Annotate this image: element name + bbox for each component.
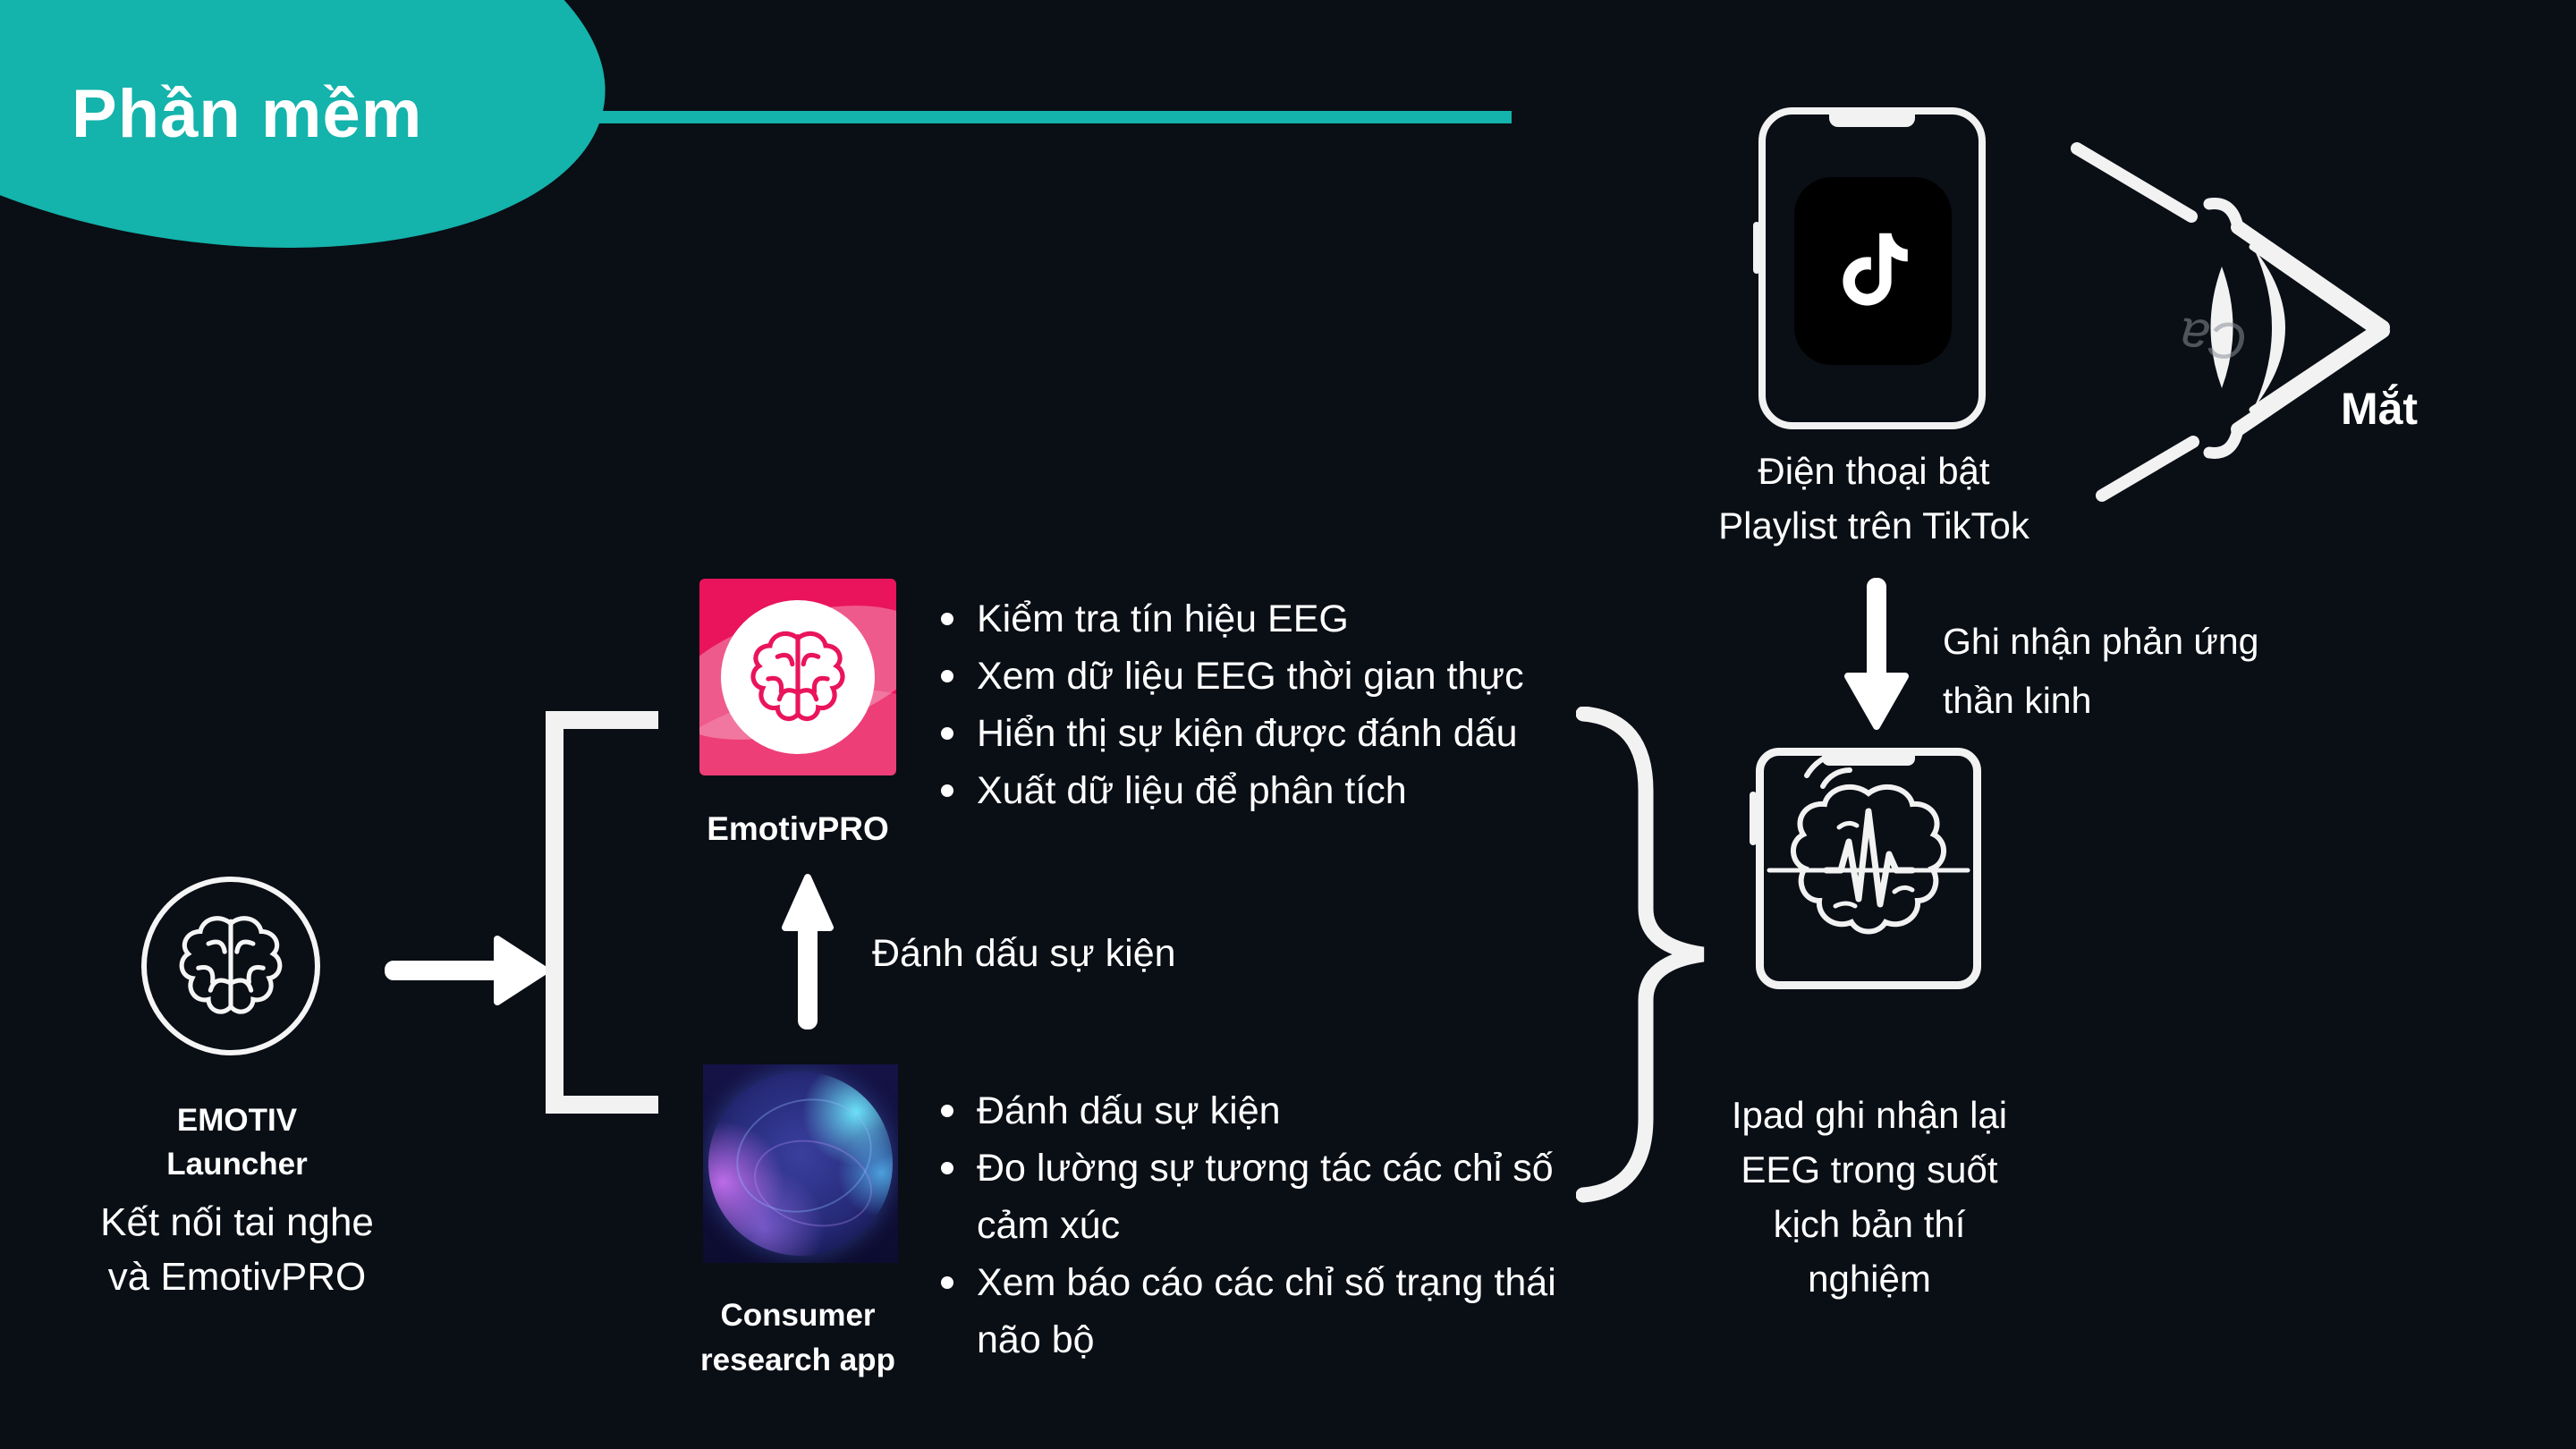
phone-caption-line1: Điện thoại bật [1758, 450, 1990, 492]
list-item: Xem báo cáo các chỉ số trạng thái não bộ [936, 1254, 1562, 1368]
lower-lid [2231, 324, 2390, 436]
ipad-caption-line2: EEG trong suốt [1741, 1148, 1998, 1191]
eye-label: Mắt [2340, 384, 2419, 434]
consumer-app-icon [703, 1064, 898, 1263]
emotiv-launcher-icon [141, 877, 320, 1055]
bracket-top [546, 711, 658, 729]
ipad-caption-line4: nghiệm [1808, 1258, 1931, 1300]
ipad-caption-line3: kịch bản thí [1773, 1203, 1966, 1245]
consumer-bullet-list: Đánh dấu sự kiện Đo lường sự tương tác c… [936, 1082, 1562, 1368]
reaction-note: Ghi nhận phản ứng thần kinh [1943, 612, 2327, 730]
bracket-vertical [546, 711, 564, 1114]
list-item: Kiểm tra tín hiệu EEG [936, 590, 1615, 648]
ipad-caption: Ipad ghi nhận lại EEG trong suốt kịch bả… [1680, 1088, 2059, 1306]
launcher-desc-line1: Kết nối tai nghe [100, 1200, 374, 1244]
phone-caption: Điện thoại bật Playlist trên TikTok [1682, 444, 2066, 553]
lower-lid-inner [2249, 324, 2379, 413]
bullet-text: Kiểm tra tín hiệu EEG [977, 597, 1349, 640]
bullet-text: Xem báo cáo các chỉ số trạng thái não bộ [977, 1261, 1556, 1361]
page-title: Phần mềm [72, 76, 423, 152]
event-marker-label: Đánh dấu sự kiện [872, 932, 1176, 975]
bullet-text: Hiển thị sự kiện được đánh dấu [977, 712, 1518, 755]
upper-lid [2231, 220, 2390, 335]
consumer-label: Consumer research app [664, 1293, 932, 1383]
up-arrow-icon [782, 874, 834, 1030]
tiktok-icon [1794, 177, 1952, 365]
eye-icon: Ca [2071, 142, 2390, 502]
right-arrow-icon [385, 936, 549, 1005]
list-item: Xuất dữ liệu để phân tích [936, 762, 1615, 819]
consumer-label-line2: research app [700, 1343, 895, 1377]
iris-crescent [2254, 249, 2285, 408]
launcher-name-line2: Launcher [166, 1147, 308, 1182]
eyeball-lens [2210, 267, 2233, 388]
emotivpro-app-icon [699, 579, 896, 775]
bullet-text: Xuất dữ liệu để phân tích [977, 769, 1407, 812]
down-arrow-icon [1844, 578, 1909, 730]
launcher-desc-line2: và EmotivPRO [107, 1255, 367, 1299]
ipad-side-button [1750, 792, 1757, 845]
list-item: Xem dữ liệu EEG thời gian thực [936, 648, 1615, 705]
phone-notch [1829, 113, 1915, 127]
launcher-name: EMOTIV Launcher [31, 1098, 443, 1186]
pink-brain-glyph [750, 631, 845, 722]
list-item: Hiển thị sự kiện được đánh dấu [936, 705, 1615, 762]
emotivpro-label: EmotivPRO [707, 810, 889, 847]
launcher-name-line1: EMOTIV [176, 1103, 298, 1138]
smartphone-icon [1753, 107, 1986, 429]
phone-caption-line2: Playlist trên TikTok [1718, 504, 2029, 547]
ipad-icon [1750, 748, 1981, 989]
emotivpro-disc [721, 600, 875, 754]
launcher-desc: Kết nối tai nghe và EmotivPRO [22, 1195, 452, 1304]
bracket-bottom [546, 1096, 658, 1114]
title-underline [555, 111, 1512, 123]
reaction-note-line2: thần kinh [1943, 680, 2092, 721]
particle-sphere [708, 1072, 893, 1256]
ray-bottom [2096, 436, 2199, 502]
upper-lid-inner [2249, 243, 2379, 336]
phone-side-button [1753, 222, 1760, 274]
bullet-text: Đo lường sự tương tác các chỉ số cảm xúc [977, 1147, 1554, 1247]
watermark: Ca [2178, 307, 2250, 371]
reaction-note-line1: Ghi nhận phản ứng [1943, 621, 2259, 662]
ipad-notch [1822, 754, 1915, 766]
emotivpro-bullet-list: Kiểm tra tín hiệu EEG Xem dữ liệu EEG th… [936, 590, 1615, 819]
brain-eeg-glyph [1767, 750, 1970, 935]
tiktok-note-glyph [1843, 233, 1908, 306]
brain-glyph [179, 916, 283, 1014]
bullet-text: Đánh dấu sự kiện [977, 1089, 1281, 1132]
list-item: Đo lường sự tương tác các chỉ số cảm xúc [936, 1140, 1562, 1254]
consumer-label-line1: Consumer [720, 1298, 876, 1333]
ray-top [2071, 142, 2198, 223]
bullet-text: Xem dữ liệu EEG thời gian thực [977, 655, 1524, 698]
curly-brace [1576, 707, 1705, 1203]
list-item: Đánh dấu sự kiện [936, 1082, 1562, 1140]
ipad-caption-line1: Ipad ghi nhận lại [1731, 1094, 2008, 1136]
